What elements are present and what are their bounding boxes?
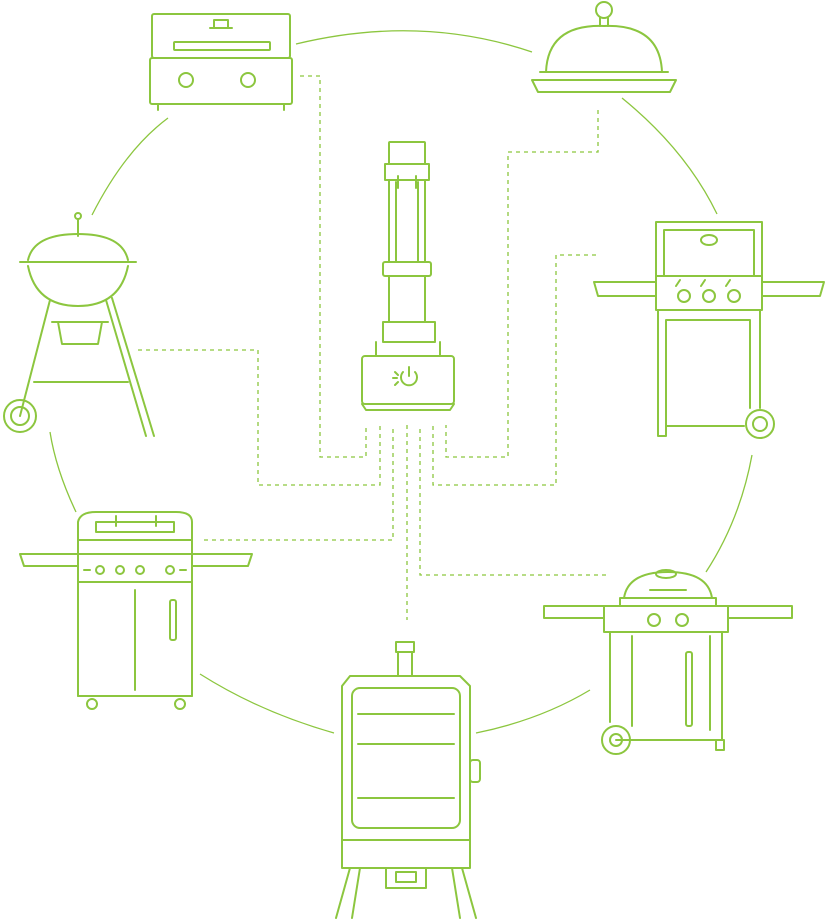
ring-arc-kamado-smoker	[475, 689, 591, 734]
outer-ring	[49, 30, 753, 734]
connection-griddle	[300, 75, 367, 458]
pizza-oven-icon	[531, 1, 677, 93]
hub-device	[361, 141, 455, 411]
connection-kamado	[419, 425, 606, 576]
connection-kettle	[138, 349, 381, 486]
ring-arc-smoker-cabinet	[199, 673, 335, 734]
gas-grill-icon	[593, 221, 825, 439]
smoker-icon	[335, 641, 481, 919]
griddle-icon	[149, 13, 293, 111]
power-button-icon	[392, 366, 418, 387]
ring-arc-gasgrill-kamado	[705, 454, 753, 573]
connection-cabinet-grill	[204, 425, 394, 541]
connection-gas-grill	[432, 254, 596, 486]
connection-pizza-oven	[445, 110, 599, 458]
gas-grill-cabinet-icon	[19, 511, 253, 710]
ring-arc-kettle-griddle	[91, 117, 169, 216]
ring-arc-cabinet-kettle	[49, 431, 77, 513]
kamado-grill-icon	[543, 569, 793, 755]
kettle-grill-icon	[3, 212, 155, 437]
ring-arc-griddle-pizza	[295, 30, 533, 53]
hub-connections	[138, 75, 606, 620]
ring-arc-pizza-gasgrill	[621, 97, 718, 215]
